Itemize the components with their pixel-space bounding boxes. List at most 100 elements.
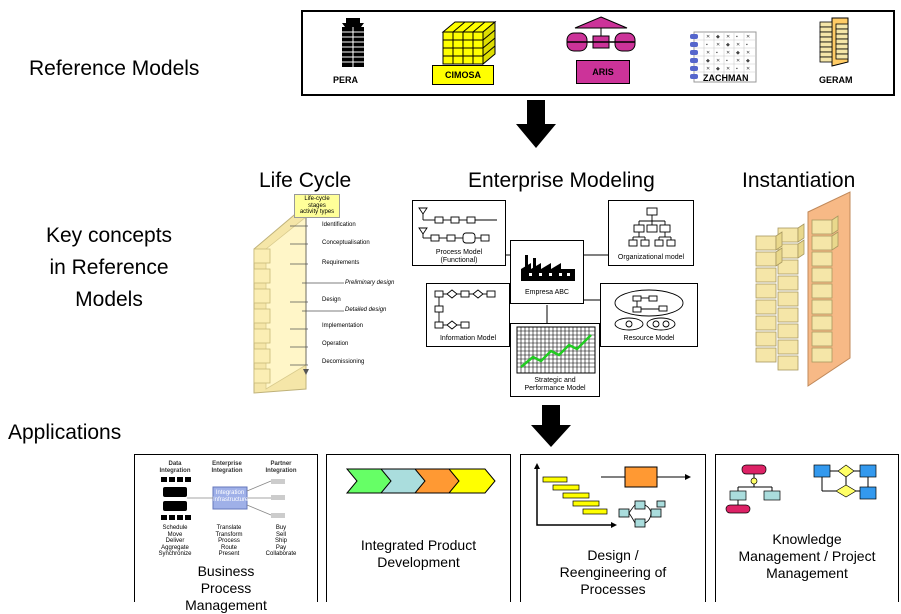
bpm-col1-line2: Integration	[159, 467, 191, 474]
svg-text:◆: ◆	[706, 58, 710, 64]
km-label: Knowledge Management / Project Managemen…	[716, 531, 898, 582]
bpm-list3-item: Ship	[274, 538, 287, 545]
life-cycle-column	[253, 203, 344, 394]
design-label-line1: Design /	[587, 547, 639, 563]
life-cycle-callout-line1: Life-cycle stages	[304, 196, 330, 209]
bpm-list2: Translate Transform Process Route Presen…	[207, 525, 251, 558]
bpm-col3-line1: Partner	[270, 461, 292, 467]
km-label-line1: Knowledge	[772, 531, 842, 547]
bpm-list2-item: Present	[218, 551, 240, 558]
strategic-model-line1: Strategic and	[534, 377, 576, 384]
design-box: Design / Reengineering of Processes	[520, 454, 706, 602]
bpm-list2-item: Route	[220, 544, 237, 551]
cimosa-label: CIMOSA	[432, 65, 494, 85]
stage-design: Design	[322, 297, 341, 303]
svg-text:▪: ▪	[706, 42, 708, 48]
bpm-list1-item: Aggregate	[161, 544, 189, 551]
bpm-list2-item: Translate	[216, 525, 242, 531]
stage-identification: Identification	[322, 222, 356, 228]
svg-text:✕: ✕	[726, 34, 730, 40]
key-concepts-line2: in Reference	[49, 256, 169, 279]
reference-models-label: Reference Models	[29, 57, 200, 80]
km-diagram-icon	[725, 464, 877, 514]
svg-text:▪: ▪	[736, 34, 738, 40]
stage-preliminary-design: Preliminary design	[345, 280, 395, 286]
process-model-line2: (Functional)	[440, 256, 478, 264]
information-model-label: Information Model	[439, 335, 497, 342]
life-cycle-callout: Life-cycle stages activity types	[294, 194, 340, 218]
life-cycle-title: Life Cycle	[259, 169, 352, 192]
svg-text:✕: ✕	[706, 66, 710, 72]
resource-model-box: Resource Model	[600, 283, 698, 347]
ipd-label-line1: Integrated Product	[360, 537, 477, 553]
design-label-line3: Processes	[580, 581, 646, 598]
enterprise-modeling-title: Enterprise Modeling	[468, 169, 655, 192]
svg-text:✕: ✕	[716, 42, 720, 48]
empresa-abc-label: Empresa ABC	[525, 289, 569, 296]
process-flow-icon	[601, 466, 691, 528]
bpm-label: Business Process Management	[135, 563, 317, 614]
svg-text:✕: ✕	[726, 66, 730, 72]
svg-text:✕: ✕	[726, 50, 730, 56]
svg-text:◆: ◆	[746, 58, 750, 64]
aris-label: ARIS	[576, 60, 630, 84]
process-model-box: Process Model (Functional)	[412, 200, 506, 266]
key-concepts-label: Key concepts in Reference Models	[24, 223, 194, 313]
bpm-hub-line1: Integration	[215, 490, 245, 496]
svg-text:✕: ✕	[706, 50, 710, 56]
svg-text:▪: ▪	[726, 58, 728, 64]
performance-chart-icon	[516, 326, 596, 374]
down-arrow-icon	[531, 405, 571, 447]
organizational-model-box: Organizational model	[608, 200, 694, 266]
zachman-grid-icon: ✕◆✕▪✕ ▪✕◆✕▪ ✕▪✕◆✕ ◆✕▪✕◆ ✕◆✕▪✕	[690, 31, 757, 83]
bpm-col3-header: Partner Integration	[259, 461, 303, 474]
bpm-col2-header: Enterprise Integration	[205, 461, 249, 474]
applications-label: Applications	[8, 421, 122, 444]
process-model-label: Process Model (Functional)	[413, 249, 505, 264]
ipd-box: Integrated Product Development	[326, 454, 511, 602]
bpm-col2-line1: Enterprise	[212, 461, 242, 467]
information-model-box: Information Model	[426, 283, 510, 347]
km-label-line3: Management	[766, 565, 848, 582]
key-concepts-line3: Models	[75, 288, 143, 311]
process-flow-icon	[418, 207, 497, 244]
svg-text:◆: ◆	[726, 42, 730, 48]
gantt-chart-icon	[534, 463, 617, 528]
svg-text:✕: ✕	[736, 42, 740, 48]
geram-columns-icon	[819, 17, 849, 67]
bpm-list3-item: Buy	[275, 525, 287, 531]
stage-detailed-design: Detailed design	[345, 307, 387, 313]
svg-text:✕: ✕	[716, 58, 720, 64]
data-model-icon	[434, 289, 496, 330]
key-concepts-line1: Key concepts	[45, 224, 173, 247]
stage-requirements: Requirements	[322, 260, 360, 266]
bpm-list2-item: Process	[218, 538, 240, 545]
resource-icon	[614, 289, 684, 331]
bpm-hub: Integration Infrastructure	[213, 490, 249, 503]
bpm-integration-icon	[161, 477, 285, 520]
life-cycle-callout-line2: activity types	[299, 209, 335, 216]
bpm-box: Data Integration Enterprise Integration …	[134, 454, 318, 613]
bpm-col2-line2: Integration	[211, 467, 243, 474]
stage-conceptualisation: Conceptualisation	[322, 240, 370, 246]
design-label-line2: Reengineering of	[559, 564, 667, 581]
cimosa-cube-icon	[441, 20, 497, 66]
geram-label: GERAM	[819, 75, 853, 85]
bpm-hub-line2: Infrastructure	[213, 496, 249, 503]
svg-text:✕: ✕	[746, 50, 750, 56]
stage-decomissioning: Decomissioning	[322, 359, 365, 365]
svg-text:▪: ▪	[746, 42, 748, 48]
process-model-line1: Process Model	[435, 249, 483, 256]
svg-text:◆: ◆	[736, 50, 740, 56]
bpm-list3-item: Pay	[275, 544, 287, 551]
instantiation-blocks	[755, 191, 851, 387]
bpm-list1-item: Synchronize	[158, 551, 192, 558]
bpm-list3-item: Sell	[275, 531, 286, 538]
pera-tower-icon	[342, 18, 364, 67]
ipd-label: Integrated Product Development	[327, 537, 510, 571]
svg-text:✕: ✕	[746, 66, 750, 72]
bpm-list3: Buy Sell Ship Pay Collaborate	[259, 525, 303, 558]
ipd-chevrons-icon	[345, 468, 496, 494]
svg-text:▪: ▪	[716, 50, 718, 56]
design-label: Design / Reengineering of Processes	[521, 547, 705, 598]
